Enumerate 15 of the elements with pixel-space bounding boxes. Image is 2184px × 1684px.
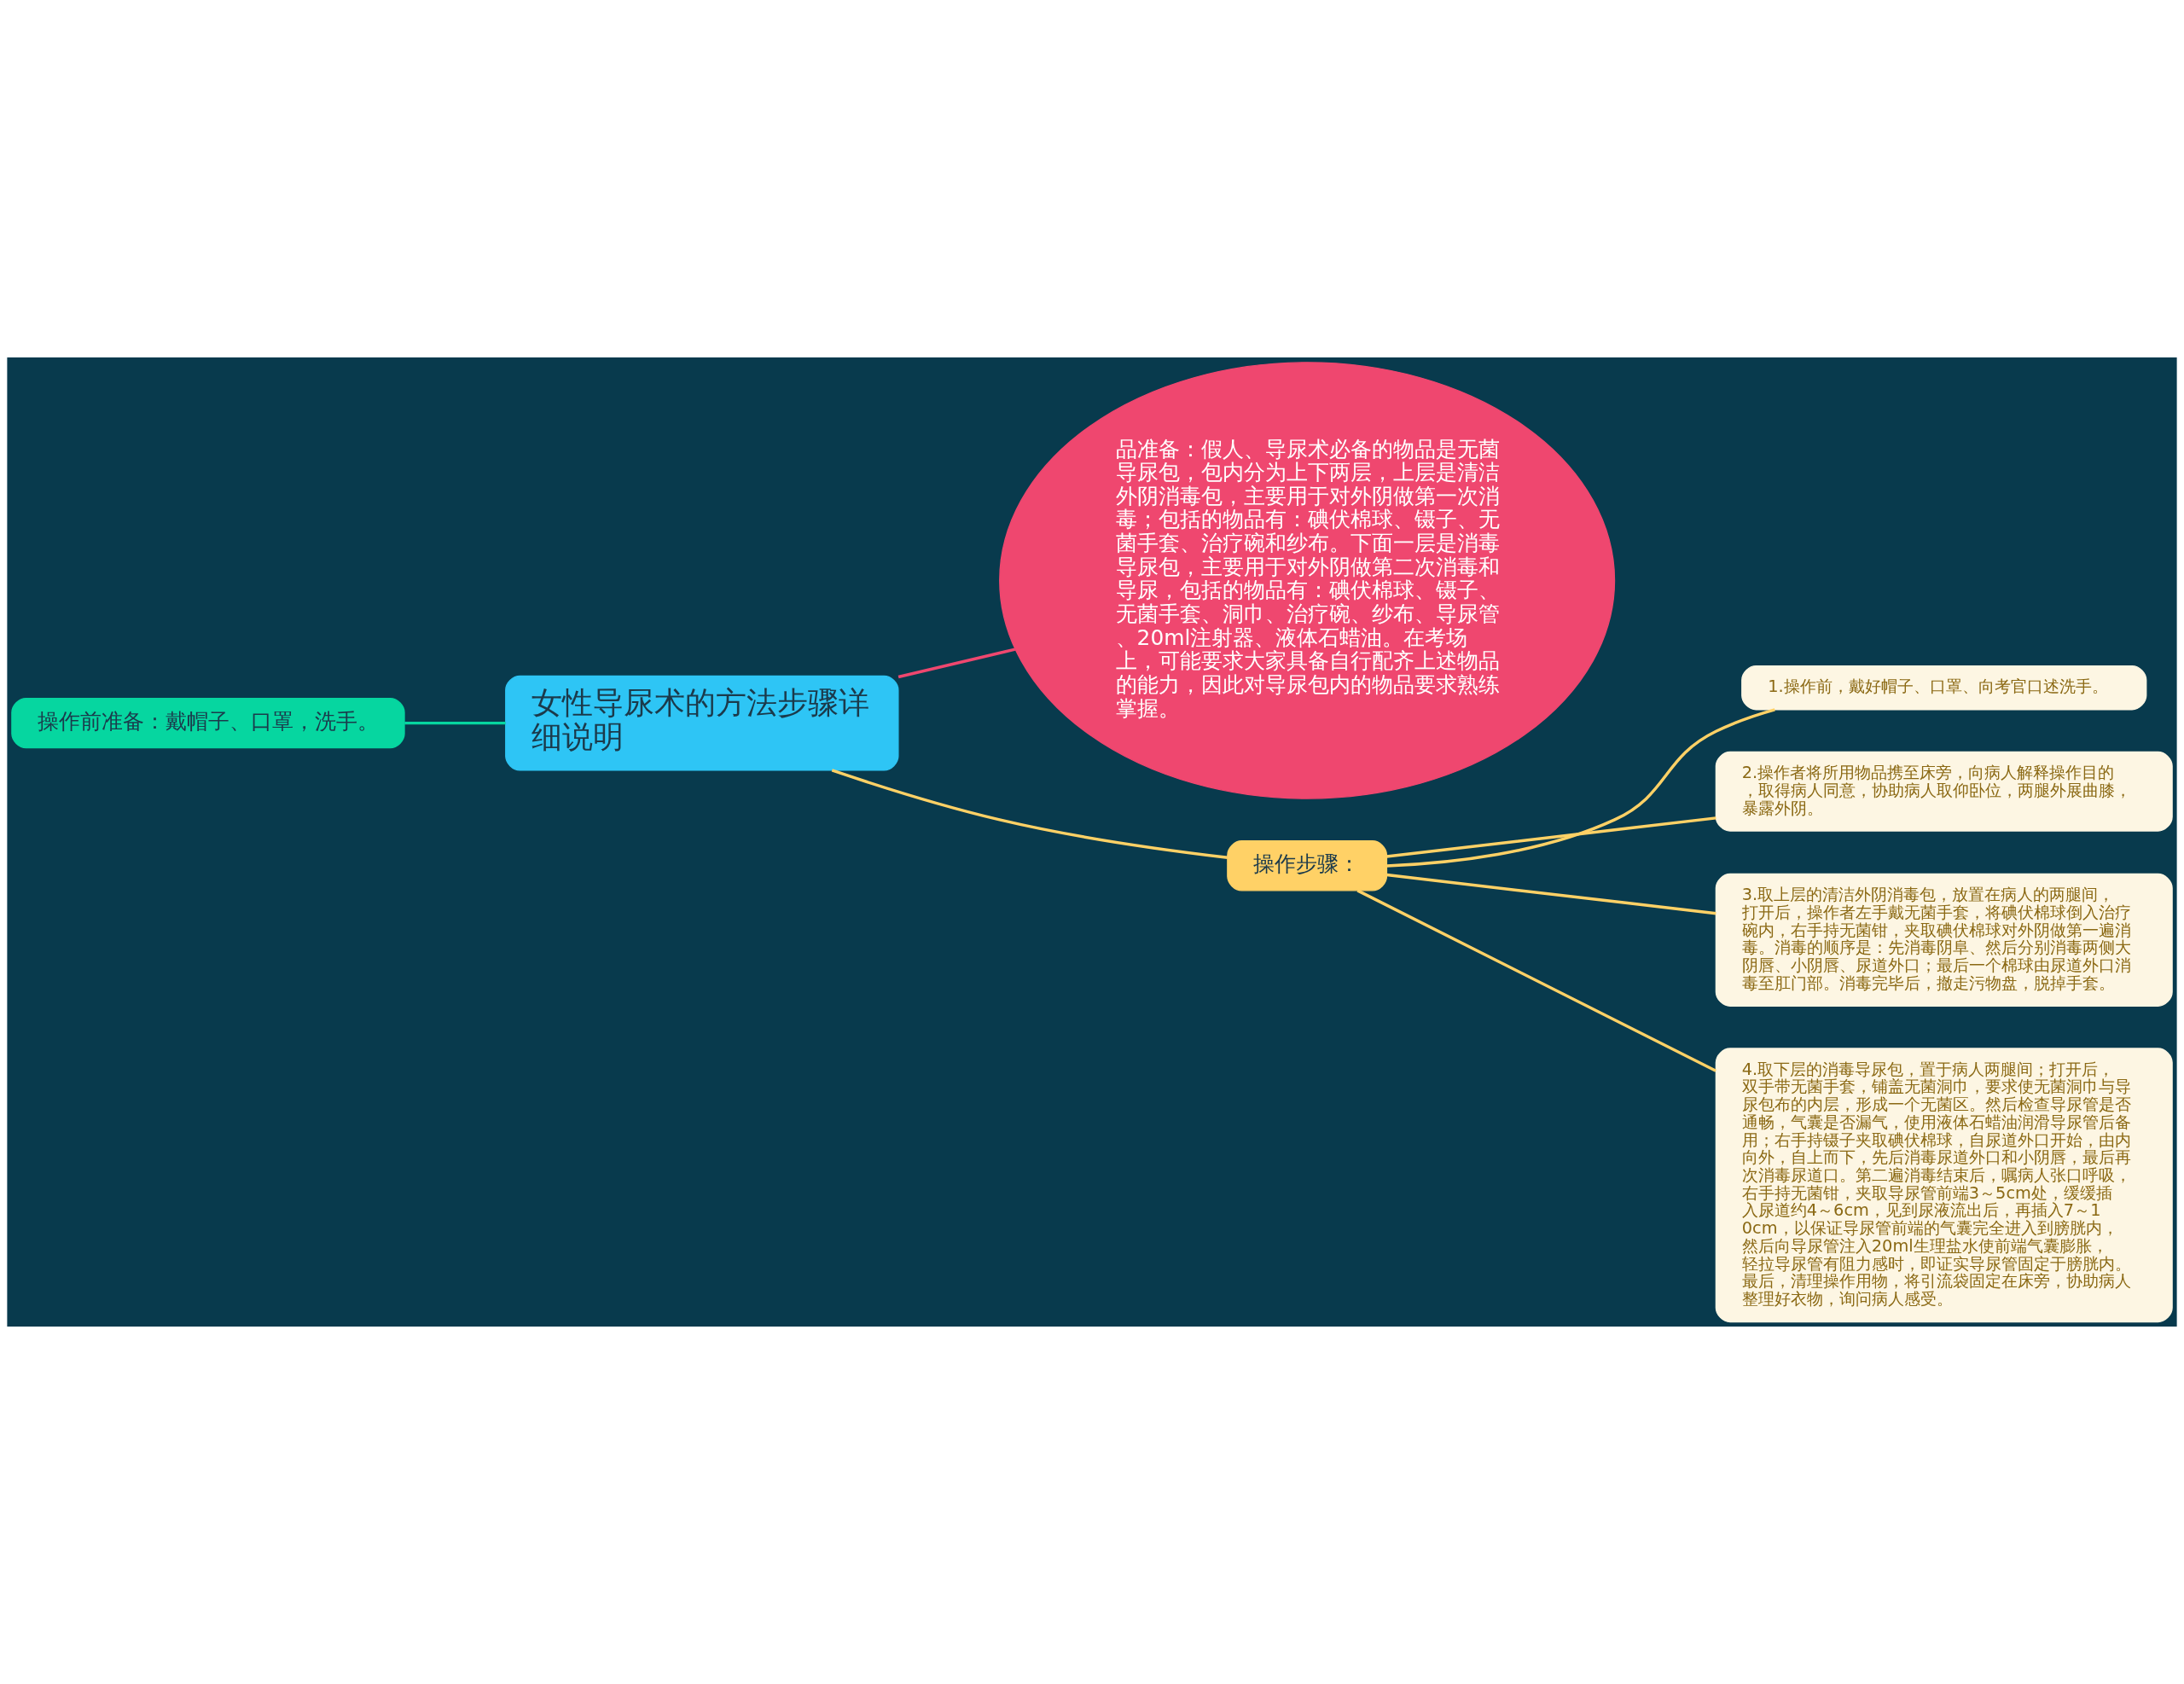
node-box: 女性导尿术的方法步骤详细说明 bbox=[505, 675, 899, 771]
connector bbox=[897, 647, 1016, 679]
node-ellipse: 品准备：假人、导尿术必备的物品是无菌导尿包，包内分为上下两层，上层是清洁外阴消毒包，主要用于对外阴做第一次消毒；包括的物品有：碘伏棉球、镊子、无菌手套、治疗碗和纱布。下面一层是消毒导尿包，主要用于对外阴做第二次消毒和导尿，包括的物品有：碘伏棉球、镊子、无菌手套、洞巾、治疗碗、纱布、导尿管、20ml注射器、液体石蜡油。在考场上，可能要求大家具备自行配齐上述物品的能力，因此对导尿包内的物品要求熟练掌握。 bbox=[999, 362, 1616, 799]
connector bbox=[1386, 816, 1716, 858]
connector bbox=[1386, 708, 1775, 868]
connector bbox=[1386, 873, 1716, 915]
node-box: 1.操作前，戴好帽子、口罩、向考官口述洗手。 bbox=[1741, 665, 2147, 711]
connector bbox=[1356, 889, 1716, 1072]
node-box: 操作步骤： bbox=[1227, 840, 1388, 891]
connector bbox=[831, 769, 1228, 859]
node-box: 4.取下层的消毒导尿包，置于病人两腿间；打开后，双手带无菌手套，铺盖无菌洞巾，要求使无菌洞巾与导尿包布的内层，形成一个无菌区。然后检查导尿管是否通畅，气囊是否漏气，使用液体石蜡油润滑导尿管后备用；右手持镊子夹取碘伏棉球，自尿道外口开始，由内向外，自上而下，先后消毒尿道外口和小阴唇，最后再次消毒尿道口。第二遍消毒结束后，嘱病人张口呼吸，右手持无菌钳，夹取导尿管前端3～5cm处，缓缓插入尿道约4～6cm，见到尿液流出后，再插入7～10cm，以保证导尿管前端的气囊完全进入到膀胱内，然后向导尿管注入20ml生理盐水使前端气囊膨胀，轻拉导尿管有阻力感时，即证实导尿管固定于膀胱内。最后，清理操作用物，将引流袋固定在床旁，协助病人整理好衣物，询问病人感受。 bbox=[1715, 1048, 2173, 1323]
connector bbox=[404, 721, 506, 725]
node-box: 3.取上层的清洁外阴消毒包，放置在病人的两腿间，打开后，操作者左手戴无菌手套，将碘伏棉球倒入治疗碗内，右手持无菌钳，夹取碘伏棉球对外阴做第一遍消毒。消毒的顺序是：先消毒阴阜、然后分别消毒两侧大阴唇、小阴唇、尿道外口；最后一个棉球由尿道外口消毒至肛门部。消毒完毕后，撤走污物盘，脱掉手套。 bbox=[1715, 873, 2173, 1007]
node-box: 操作前准备：戴帽子、口罩，洗手。 bbox=[11, 697, 405, 749]
node-box: 2.操作者将所用物品携至床旁，向病人解释操作目的，取得病人同意，协助病人取仰卧位，两腿外展曲膝，暴露外阴。 bbox=[1715, 751, 2173, 832]
